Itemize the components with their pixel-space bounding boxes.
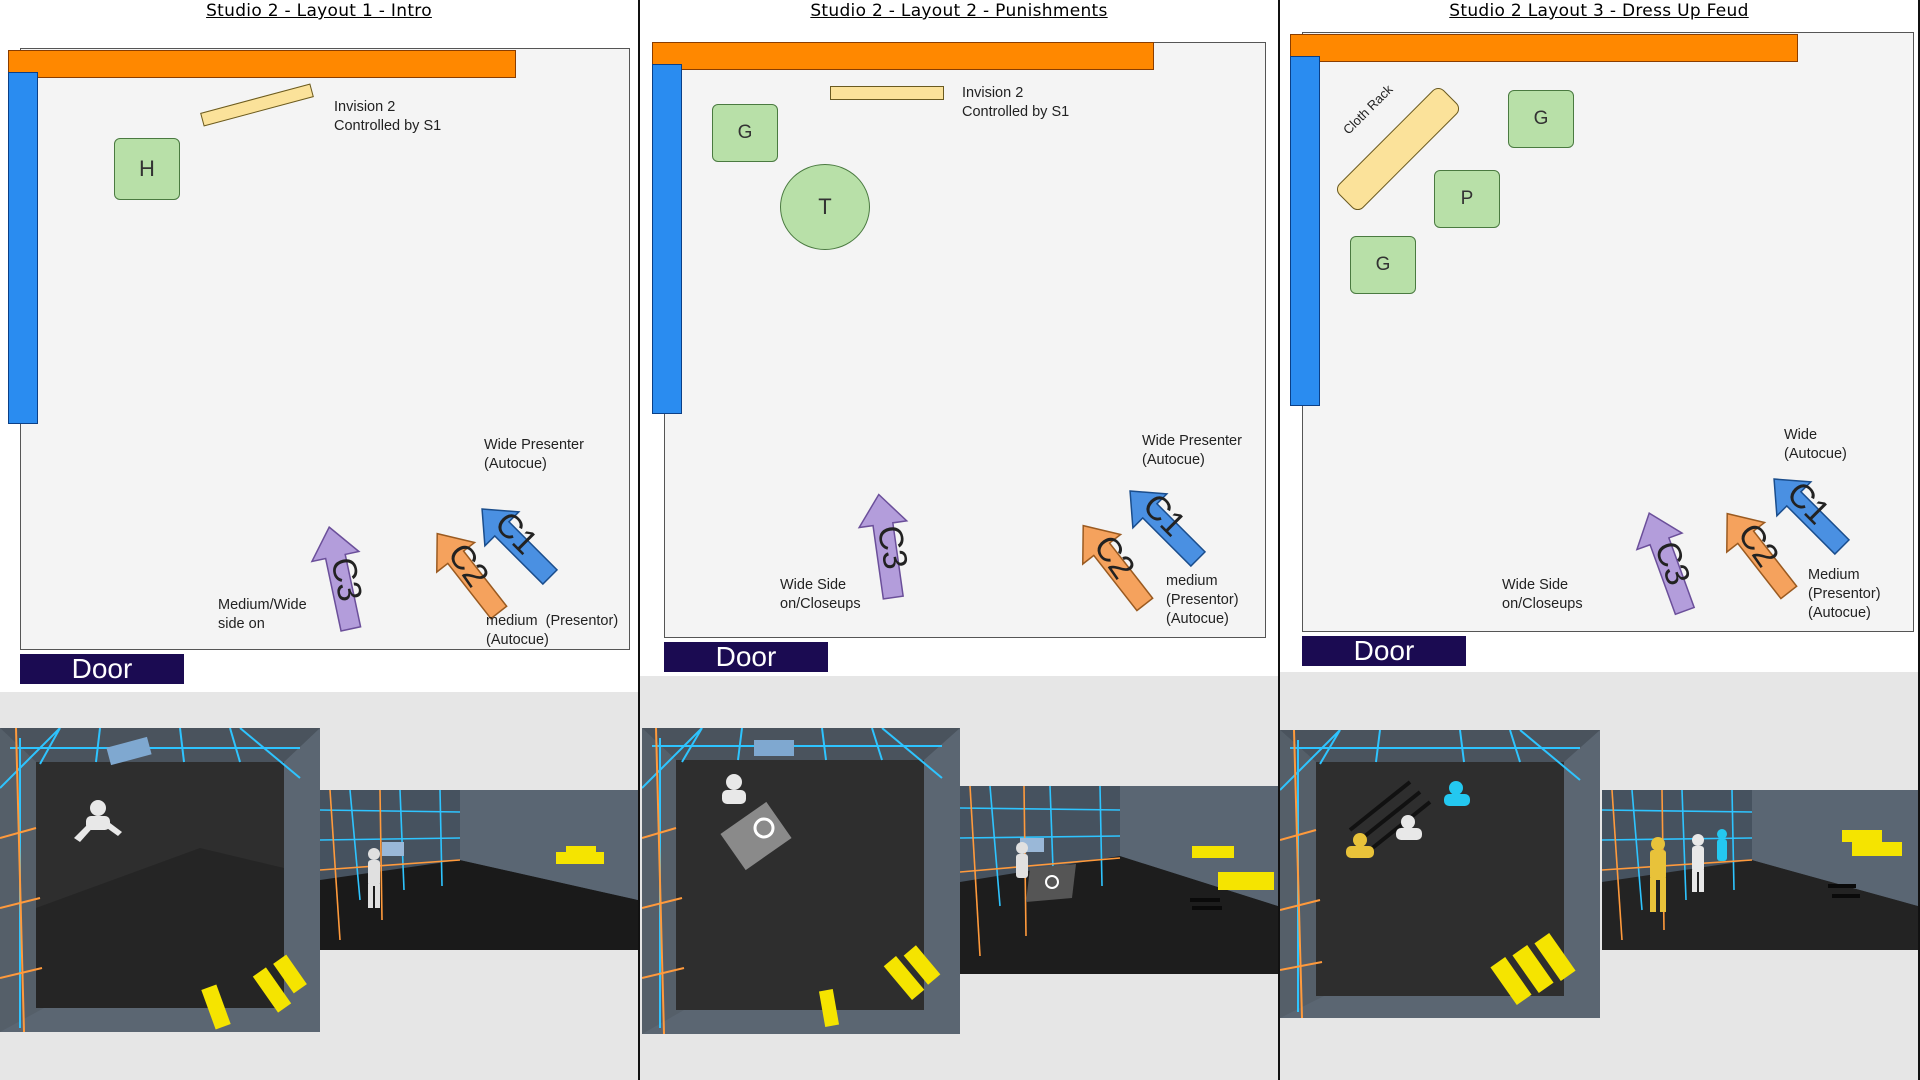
invision-label: Invision 2 Controlled by S1 [334,99,442,134]
camera-c2-label: medium (Presentor) (Autocue) [486,613,619,648]
blue-wall [1290,56,1320,406]
blue-wall [8,72,38,424]
orange-wall [652,42,1154,70]
invision-label: Invision 2 Controlled by S1 [962,85,1070,120]
invision-screen [830,86,944,100]
prop-guest: G [1350,236,1416,294]
camera-c1-label: Wide (Autocue) [1784,427,1847,462]
blue-wall [652,64,682,414]
camera-c3-arrow [1635,512,1696,616]
camera-c1-label: Wide Presenter (Autocue) [1142,433,1242,468]
camera-c3-arrow [857,493,909,600]
camera-c3-label: Wide Side on/Closeups [1502,577,1583,612]
orange-wall [1290,34,1798,62]
perspective-render [1602,790,1918,950]
panel-layout-3: Studio 2 Layout 3 - Dress Up Feud Cloth … [1280,0,1918,1080]
camera-c1-label: Wide Presenter (Autocue) [484,437,584,472]
camera-c2-arrow [436,532,508,620]
camera-c3-label: Medium/Wide side on [218,597,307,632]
door: Door [1302,636,1466,666]
door: Door [20,654,184,684]
panel-layout-1: Studio 2 - Layout 1 - Intro Invision 2 C… [0,0,638,1080]
camera-c2-label: medium (Presentor) (Autocue) [1166,573,1239,627]
prop-guest: G [712,104,778,162]
camera-c3-arrow [310,525,362,632]
camera-c3-label: Wide Side on/Closeups [780,577,861,612]
top-down-render [1280,730,1600,1018]
prop-guest: G [1508,90,1574,148]
panel-separator [1918,0,1920,1080]
camera-c1-arrow [481,508,559,586]
panel-separator [1278,0,1280,1080]
top-down-render [0,728,320,1032]
perspective-render [320,790,638,950]
perspective-render [960,786,1278,974]
top-down-render [642,728,960,1034]
prop-table: T [780,164,870,250]
door: Door [664,642,828,672]
camera-c3-id: C3 [869,522,915,573]
panel-title: Studio 2 - Layout 1 - Intro [206,1,432,21]
camera-c2-label: Medium (Presentor) (Autocue) [1808,567,1881,621]
camera-c2-arrow [1726,512,1798,600]
panel-layout-2: Studio 2 - Layout 2 - Punishments Invisi… [640,0,1278,1080]
panel-title: Studio 2 - Layout 2 - Punishments [810,1,1108,21]
panel-separator [638,0,640,1080]
prop-host: H [114,138,180,200]
camera-c1-arrow [1773,478,1851,556]
panel-title: Studio 2 Layout 3 - Dress Up Feud [1449,1,1749,21]
orange-wall [8,50,516,78]
camera-c2-arrow [1082,524,1154,612]
prop-presenter: P [1434,170,1500,228]
camera-c1-arrow [1129,490,1207,568]
